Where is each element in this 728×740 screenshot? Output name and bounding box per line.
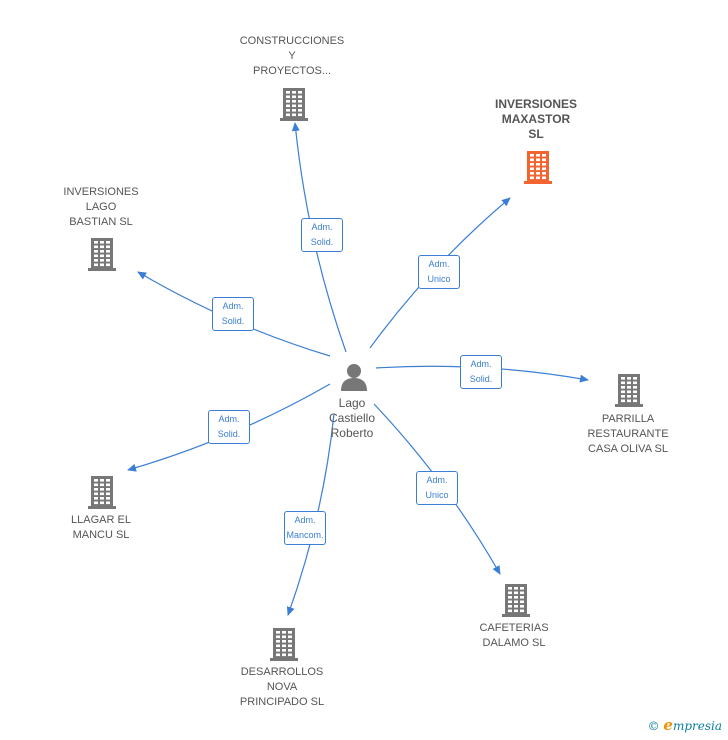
company-name-llagar[interactable]: LLAGAR EL MANCU SL — [71, 514, 131, 541]
building-icon[interactable] — [613, 372, 645, 413]
role-badge-lago-bastian: Adm. Solid. — [212, 297, 254, 331]
building-icon[interactable] — [268, 626, 300, 667]
company-name-lago-bastian[interactable]: INVERSIONES LAGO BASTIAN SL — [63, 186, 139, 228]
company-name-parrilla[interactable]: PARRILLA RESTAURANTE CASA OLIVA SL — [587, 413, 669, 455]
company-name-construcciones[interactable]: CONSTRUCCIONES Y PROYECTOS... — [239, 35, 345, 77]
company-name-desarrollos[interactable]: DESARROLLOS NOVA PRINCIPADO SL — [239, 666, 325, 708]
building-icon[interactable] — [500, 582, 532, 623]
building-icon[interactable] — [278, 86, 310, 127]
brand-name: mpresia — [672, 719, 722, 733]
brand-initial: e — [663, 716, 673, 734]
company-name-maxastor[interactable]: INVERSIONES MAXASTOR SL — [494, 97, 578, 141]
role-badge-parrilla: Adm. Solid. — [460, 355, 502, 389]
building-icon[interactable] — [522, 149, 554, 190]
building-icon[interactable] — [86, 236, 118, 277]
person-name[interactable]: Lago Castiello Roberto — [328, 396, 376, 440]
role-badge-desarrollos: Adm. Mancom. — [284, 511, 326, 545]
company-name-cafeterias[interactable]: CAFETERIAS DALAMO SL — [479, 622, 549, 649]
role-badge-construcciones: Adm. Solid. — [301, 218, 343, 252]
building-icon[interactable] — [86, 474, 118, 515]
role-badge-maxastor: Adm. Unico — [418, 255, 460, 289]
person-icon[interactable] — [339, 362, 369, 397]
role-badge-llagar: Adm. Solid. — [208, 410, 250, 444]
role-badge-cafeterias: Adm. Unico — [416, 471, 458, 505]
copyright-symbol: © — [647, 719, 660, 733]
empresia-logo: © empresia — [648, 716, 722, 734]
